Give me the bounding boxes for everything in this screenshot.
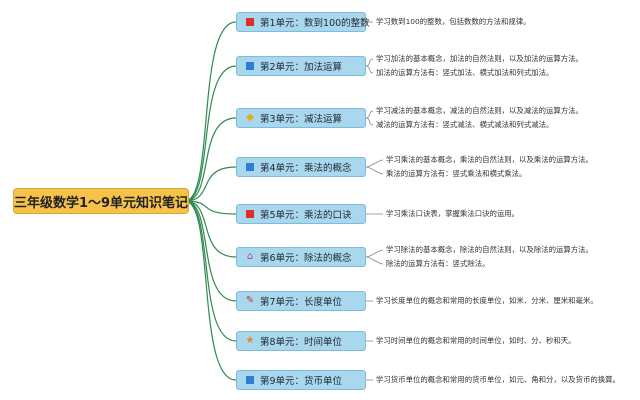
red-flag-square-icon [245, 209, 255, 219]
unit-note: 学习时间单位的概念和常用的时间单位，如时、分、秒和天。 [376, 336, 576, 345]
blue-square-icon [245, 375, 255, 385]
unit-note: 学习除法的基本概念，除法的自然法则，以及除法的运算方法。 [386, 245, 593, 254]
unit-label: 第2单元：加法运算 [260, 62, 343, 73]
note-connector-6-2 [365, 256, 384, 265]
root-topic-label: 三年级数学1～9单元知识笔记 [13, 195, 189, 211]
unit-note: 除法的运算方法有：竖式除法。 [386, 259, 490, 268]
unit-label: 第6单元：除法的概念 [260, 253, 352, 264]
unit-note: 学习数到100的整数，包括数数的方法和规律。 [376, 17, 531, 26]
note-connector-4-1 [365, 159, 384, 168]
unit-note: 加法的运算方法有：竖式加法、横式加法和列式加法。 [376, 68, 554, 77]
unit-label: 第3单元：减法运算 [260, 114, 343, 125]
unit-note: 学习货币单位的概念和常用的货币单位，如元、角和分，以及货币的换算。 [376, 375, 620, 384]
unit-node-5[interactable]: 第5单元：乘法的口诀 [236, 204, 366, 224]
unit-node-7[interactable]: ✎ 第7单元：长度单位 [236, 291, 366, 311]
note-connector-6-1 [365, 249, 384, 258]
red-flag-square-icon [245, 17, 255, 27]
blue-square-icon [245, 162, 255, 172]
branch-connector-9 [184, 200, 237, 381]
unit-note: 学习减法的基本概念，减法的自然法则，以及减法的运算方法。 [376, 106, 583, 115]
unit-node-3[interactable]: ◆ 第3单元：减法运算 [236, 108, 366, 128]
note-connector-3-2 [365, 117, 374, 126]
note-connector-2-1 [365, 58, 374, 67]
unit-note: 学习乘法的基本概念，乘法的自然法则，以及乘法的运算方法。 [386, 155, 593, 164]
unit-node-4[interactable]: 第4单元：乘法的概念 [236, 157, 366, 177]
unit-note: 学习加法的基本概念，加法的自然法则，以及加法的运算方法。 [376, 54, 583, 63]
branch-connector-3 [184, 117, 237, 202]
unit-note: 减法的运算方法有：竖式减法、横式减法和列式减法。 [376, 120, 554, 129]
unit-node-6[interactable]: ⌂ 第6单元：除法的概念 [236, 247, 366, 267]
unit-label: 第9单元：货币单位 [260, 376, 343, 387]
root-topic[interactable]: 三年级数学1～9单元知识笔记 [13, 188, 189, 214]
note-connector-4-2 [365, 166, 384, 175]
star-icon: ★ [245, 335, 255, 346]
unit-note: 乘法的运算方法有：竖式乘法和横式乘法。 [386, 169, 527, 178]
unit-node-2[interactable]: 第2单元：加法运算 [236, 56, 366, 76]
unit-label: 第1单元：数到100的整数 [260, 18, 370, 29]
unit-label: 第5单元：乘法的口诀 [260, 210, 352, 221]
branch-connector-5 [184, 200, 237, 215]
branch-connector-2 [184, 65, 237, 202]
unit-note: 学习长度单位的概念和常用的长度单位，如米、分米、厘米和毫米。 [376, 296, 598, 305]
branch-connector-4 [184, 166, 237, 202]
branch-connector-6 [184, 200, 237, 258]
gem-icon: ◆ [246, 112, 254, 123]
unit-node-9[interactable]: 第9单元：货币单位 [236, 370, 366, 390]
blue-square-icon [245, 61, 255, 71]
unit-label: 第8单元：时间单位 [260, 337, 343, 348]
note-connector-2-2 [365, 65, 374, 74]
unit-label: 第7单元：长度单位 [260, 297, 343, 308]
unit-note: 学习乘法口诀表，掌握乘法口诀的运用。 [386, 209, 520, 218]
unit-node-1[interactable]: 第1单元：数到100的整数 [236, 12, 370, 32]
unit-label: 第4单元：乘法的概念 [260, 163, 352, 174]
branch-connector-7 [184, 200, 237, 302]
branch-connector-8 [184, 200, 237, 342]
note-connector-3-1 [365, 110, 374, 119]
ruler-icon: ✎ [245, 295, 255, 306]
home-icon: ⌂ [246, 251, 254, 262]
unit-node-8[interactable]: ★ 第8单元：时间单位 [236, 331, 366, 351]
branch-connector-1 [184, 21, 237, 202]
